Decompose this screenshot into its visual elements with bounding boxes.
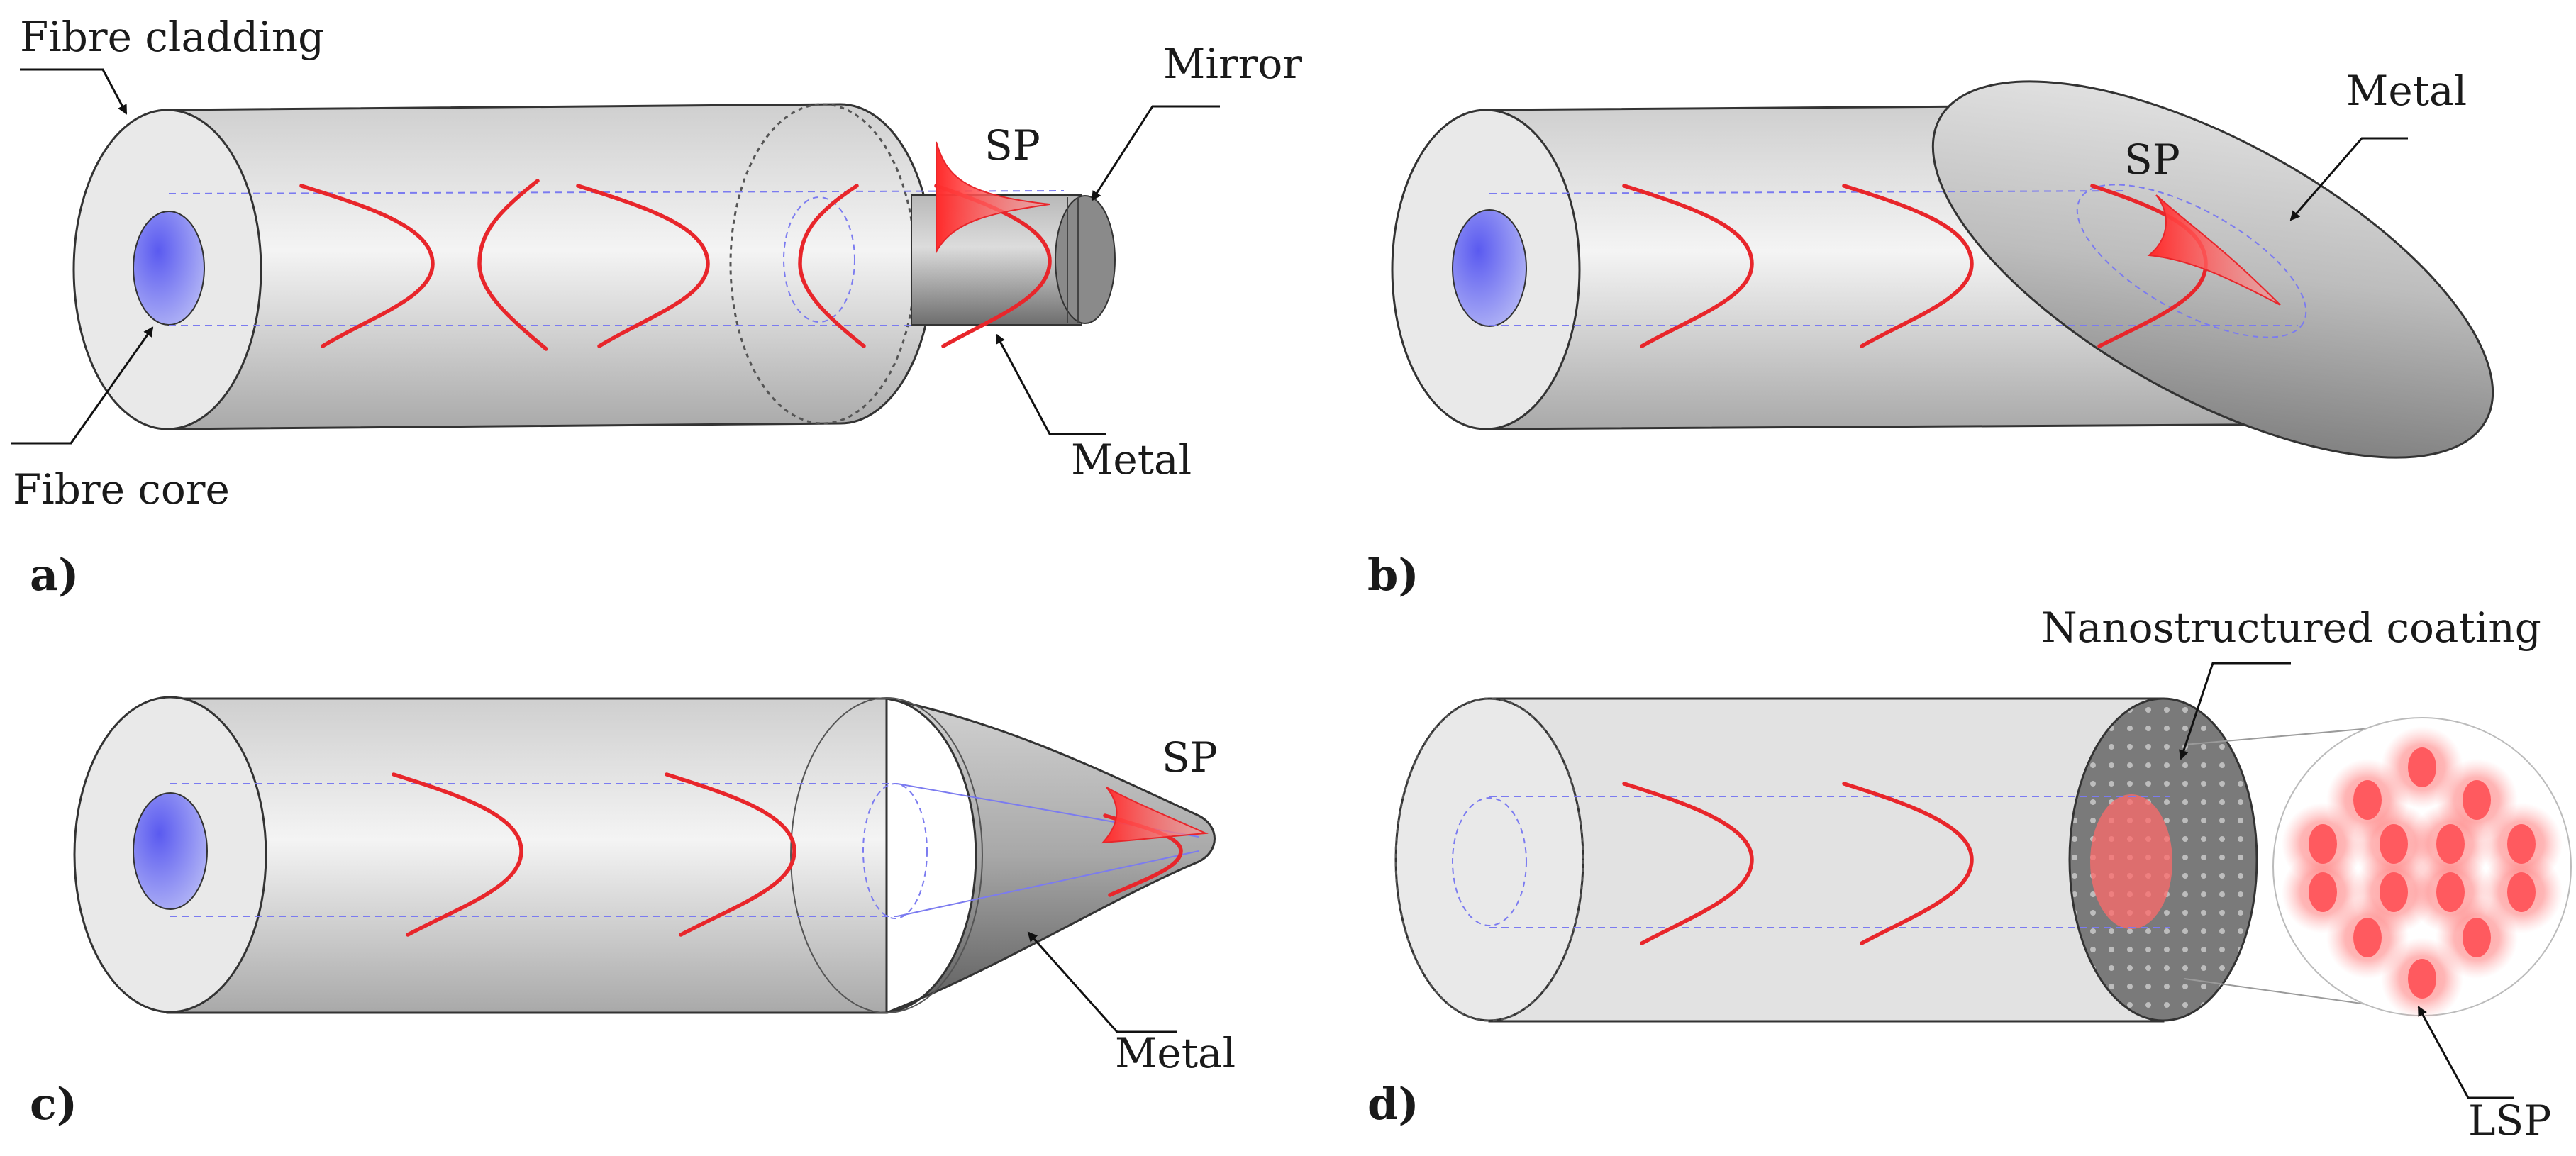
cone-guide-bottom <box>896 850 1199 917</box>
lsp-particle <box>2507 824 2536 864</box>
lsp-particle <box>2309 824 2337 864</box>
lsp-particle <box>2463 780 2491 820</box>
mode-curve-2 <box>1842 184 1974 348</box>
panel-letter-a: a) <box>30 549 79 601</box>
leader-metal-c <box>1027 931 1177 1033</box>
lsp-particle <box>2463 918 2491 957</box>
mode-curve-2 <box>665 772 796 937</box>
zoom-line-top <box>2184 726 2387 745</box>
panel-b: Metal SP b) <box>1367 67 2494 601</box>
leader-metal-a <box>995 333 1106 435</box>
cylinder-end-ring <box>790 697 983 1013</box>
panel-d: Nanostructured coating LSP d) <box>1367 604 2572 1145</box>
label-fibre-core: Fibre core <box>13 465 230 513</box>
leader-lsp <box>2417 1006 2514 1099</box>
mode-curve-1 <box>392 772 523 937</box>
core-guide-top <box>1489 190 2128 194</box>
leader-mirror <box>1091 105 1220 201</box>
panel-letter-c: c) <box>30 1078 77 1130</box>
lsp-particle <box>2309 872 2337 912</box>
panel-letter-b: b) <box>1367 549 1419 601</box>
mode-curve-1 <box>299 184 435 348</box>
mode-curve-4 <box>798 184 866 348</box>
panel-letter-d: d) <box>1367 1078 1419 1130</box>
label-sp-a: SP <box>984 121 1040 169</box>
lsp-particle <box>2436 872 2465 912</box>
fibre-core <box>133 792 208 910</box>
lsp-particle <box>2408 959 2436 999</box>
leader-fibre-core <box>11 326 154 445</box>
leader-fibre-cladding <box>20 68 128 115</box>
label-sp-b: SP <box>2124 135 2180 184</box>
lsp-particle <box>2380 872 2408 912</box>
leader-metal-b <box>2289 137 2408 221</box>
label-sp-c: SP <box>1162 733 1218 782</box>
lsp-zoom-inset <box>2272 717 2572 1020</box>
lsp-particle <box>2353 780 2382 820</box>
core-end-ellipse <box>2076 184 2307 338</box>
fibre-cylinder-body <box>166 697 888 1014</box>
lsp-particle <box>2408 747 2436 787</box>
core-guide-top <box>168 190 1065 194</box>
lsp-particle <box>2507 872 2536 912</box>
leader-coating <box>2179 662 2291 760</box>
sp-cone <box>2147 194 2281 306</box>
label-lsp: LSP <box>2468 1096 2551 1145</box>
sp-cone <box>936 141 1050 255</box>
lsp-particle <box>2353 918 2382 957</box>
fibre-cylinder-body <box>1488 697 2165 1023</box>
label-metal-b: Metal <box>2346 67 2467 115</box>
mirror-disk <box>1055 195 1116 324</box>
core-ring-dashed <box>1452 797 1527 926</box>
lsp-particle <box>2380 824 2408 864</box>
mode-curve-2 <box>1842 782 1974 945</box>
label-metal-c: Metal <box>1115 1029 1236 1077</box>
label-metal-a: Metal <box>1071 435 1192 484</box>
panel-a: Fibre cladding Fibre core Mirror SP Meta… <box>11 13 1302 601</box>
label-mirror: Mirror <box>1163 40 1302 88</box>
zoom-line-bottom <box>2184 978 2387 1008</box>
mode-curve-2 <box>477 179 548 351</box>
sp-cone <box>1101 787 1209 844</box>
core-end-ring <box>783 196 855 323</box>
lsp-particle <box>2436 824 2465 864</box>
mode-curve-1 <box>1622 782 1754 945</box>
fibre-core <box>1452 209 1527 327</box>
lsp-region <box>2090 794 2172 929</box>
panel-c: SP Metal c) <box>30 696 1236 1130</box>
mode-curve-1 <box>1622 184 1754 348</box>
metal-cone-tip <box>886 697 1216 1014</box>
label-nanostructured-coating: Nanostructured coating <box>2041 604 2541 652</box>
fibre-core <box>133 211 205 326</box>
label-fibre-cladding: Fibre cladding <box>20 13 324 61</box>
cladding-face <box>1394 697 1584 1022</box>
cladding-face-dashed <box>1394 697 1584 1022</box>
fibre-cylinder-body <box>166 103 934 430</box>
mode-curve-3 <box>576 184 710 348</box>
